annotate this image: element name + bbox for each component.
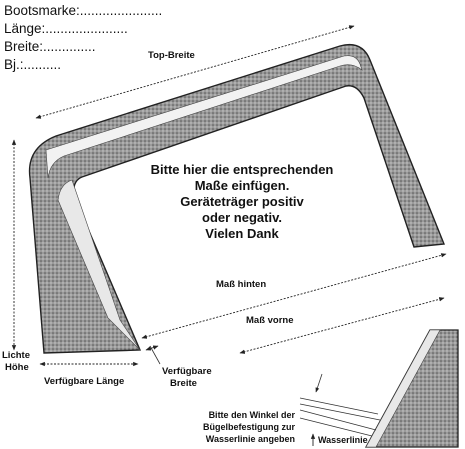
width-label: Breite:.............. [4, 39, 96, 54]
instruction-line-3: Geräteträger positiv [180, 194, 304, 209]
boat-brand-label: Bootsmarke:...................... [4, 3, 162, 18]
front-dimension-line [239, 297, 445, 354]
arch-frame-shape [28, 43, 445, 354]
angle-note-line-3: Wasserlinie angeben [206, 434, 295, 444]
available-width-pointer [149, 345, 161, 365]
length-label: Länge:...................... [4, 21, 128, 36]
year-label: Bj.:.......... [4, 57, 61, 72]
available-width-label-2: Breite [170, 378, 197, 389]
top-width-label: Top-Breite [148, 50, 195, 61]
angle-ray-2 [299, 403, 381, 421]
angle-ray-4 [299, 417, 373, 437]
angle-note-line-2: Bügelbefestigung zur [203, 422, 295, 432]
instruction-line-5: Vielen Dank [205, 226, 279, 241]
available-length-label: Verfügbare Länge [44, 376, 124, 387]
angle-ray-3 [299, 409, 377, 431]
arch-left-leg-highlight [57, 179, 141, 351]
angle-ray-1 [299, 397, 379, 415]
available-width-label-1: Verfügbare [162, 366, 212, 377]
waterline-label: Wasserlinie [318, 435, 368, 445]
top-width-dimension-line [35, 25, 355, 119]
clear-height-label-1: Lichte [2, 350, 30, 361]
available-width-dimension-line [145, 345, 159, 351]
front-dimension-label: Maß vorne [246, 315, 294, 326]
instruction-line-1: Bitte hier die entsprechenden [151, 162, 334, 177]
instruction-line-2: Maße einfügen. [195, 178, 290, 193]
rear-dimension-label: Maß hinten [216, 279, 266, 290]
instruction-line-4: oder negativ. [202, 210, 282, 225]
rear-dimension-line [141, 253, 447, 339]
angle-note-line-1: Bitte den Winkel der [209, 410, 296, 420]
angle-indicator-arrow [315, 373, 323, 393]
clear-height-label-2: Höhe [5, 362, 29, 373]
